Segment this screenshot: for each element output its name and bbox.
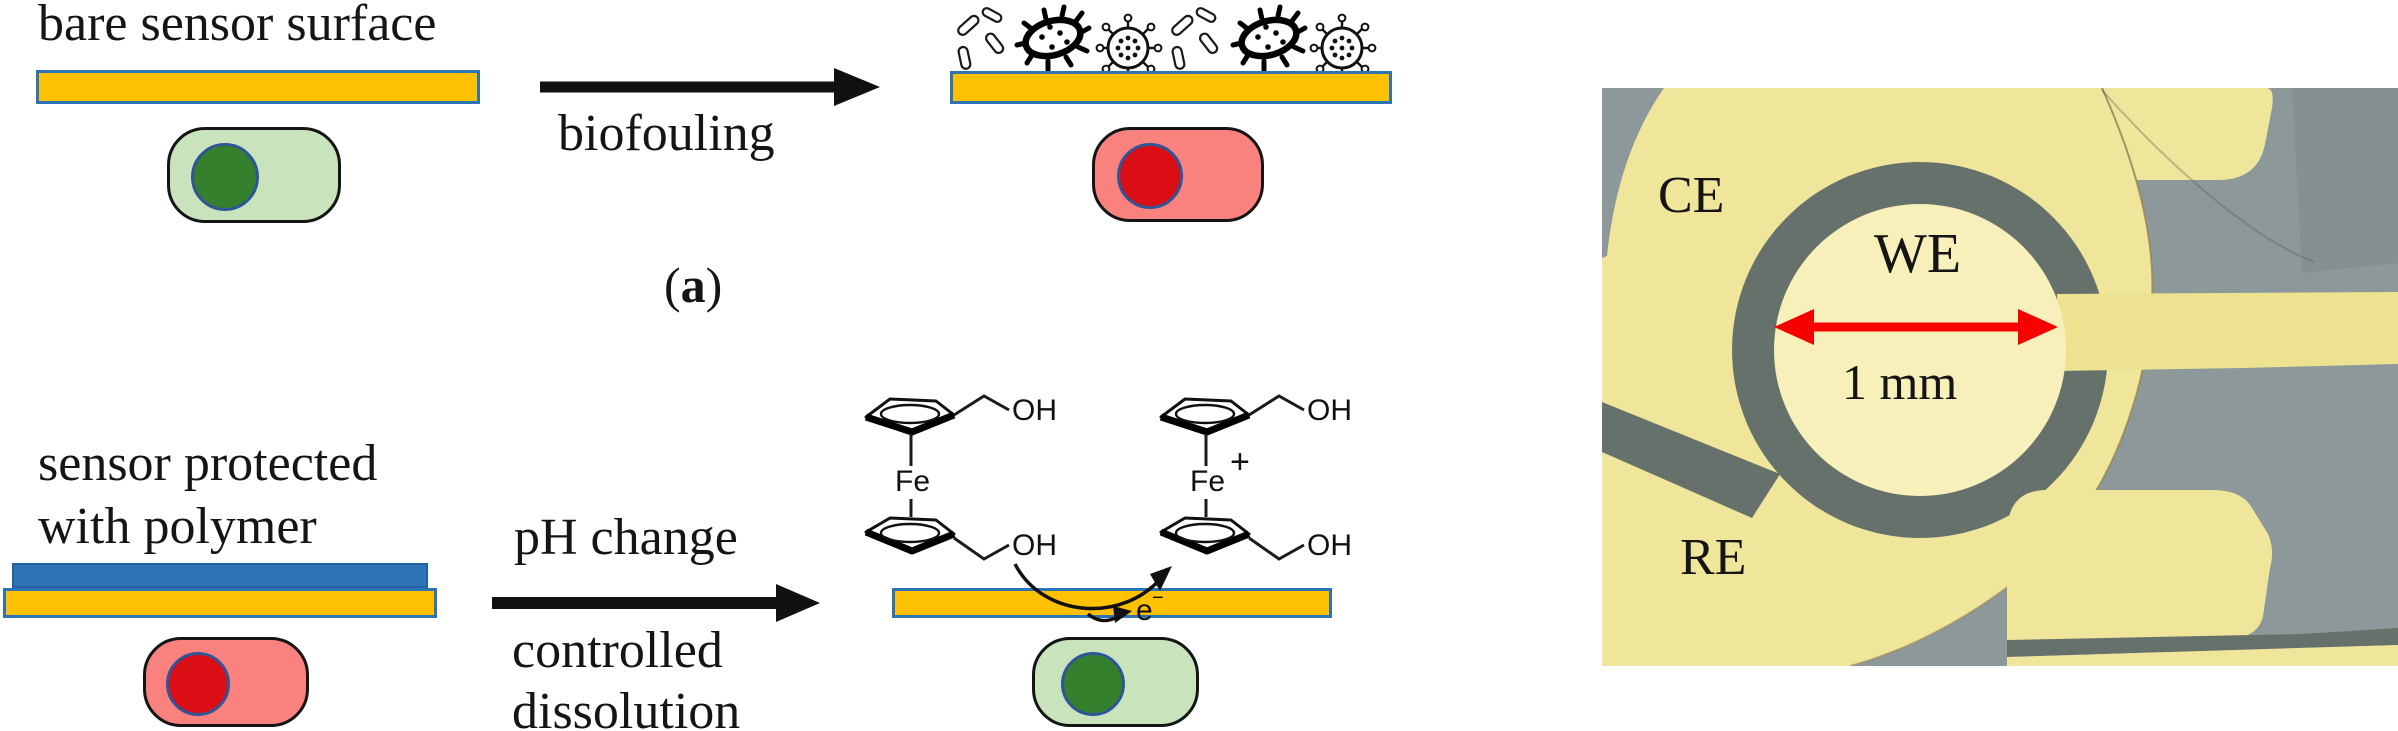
- hydroxyl-label: OH: [1012, 529, 1057, 562]
- biofouling-microbes: [957, 4, 1377, 72]
- stressed-cell-nucleus: [1117, 143, 1183, 209]
- bare-sensor-bar: [36, 70, 480, 104]
- iron-cation-label: Fe: [1190, 465, 1225, 498]
- electron-label: e: [1136, 594, 1153, 627]
- fouled-sensor-bar: [950, 71, 1392, 104]
- scale-arrow-icon: [1774, 309, 2058, 345]
- ph-change-label: pH change: [514, 509, 738, 566]
- protected-sensor-bar: [3, 588, 437, 618]
- cyclopentadienyl-ring-icon: [864, 397, 956, 436]
- iron-label: Fe: [895, 465, 930, 498]
- stressed-cell-2: [143, 637, 309, 727]
- tag-open-paren: (: [664, 257, 681, 313]
- working-electrode-disc: [1774, 204, 2066, 496]
- working-electrode-trace: [2057, 292, 2398, 371]
- counter-electrode-label: CE: [1658, 167, 1725, 224]
- rod-bacteria-icon: [1171, 7, 1219, 70]
- electron-charge: −: [1152, 587, 1164, 609]
- subfigure-tag: (a): [664, 256, 722, 314]
- stressed-cell: [1092, 127, 1264, 222]
- iron-cation-charge: +: [1230, 443, 1250, 481]
- healthy-cell-2-nucleus: [1061, 652, 1125, 716]
- hydroxyl-label: OH: [1012, 394, 1057, 427]
- reference-electrode-label: RE: [1680, 529, 1747, 586]
- cyclopentadienyl-ring-icon: [1159, 397, 1251, 436]
- rod-bacteria-icon: [957, 7, 1005, 70]
- working-electrode-label: WE: [1874, 223, 1962, 285]
- cyclopentadienyl-ring-icon: [864, 516, 956, 555]
- ferrocenium-molecule: OH Fe + OH: [1159, 394, 1352, 562]
- electrode-micrograph: CE WE RE 1 mm: [1602, 87, 2398, 667]
- bacterium-icon: [1230, 4, 1308, 72]
- stressed-cell-2-nucleus: [166, 652, 230, 716]
- ferrocene-molecule: OH Fe OH: [864, 394, 1057, 562]
- cyclopentadienyl-ring-icon: [1159, 516, 1251, 555]
- electrode-gap-band: [1602, 402, 1780, 518]
- virus-icon: [1309, 13, 1377, 72]
- tag-letter: a: [680, 257, 706, 313]
- protected-sensor-title-line2: with polymer: [38, 498, 317, 555]
- hydroxyl-label: OH: [1307, 394, 1352, 427]
- controlled-label: controlled: [512, 622, 723, 679]
- healthy-cell-nucleus: [191, 143, 259, 211]
- hydroxyl-label: OH: [1307, 529, 1352, 562]
- polymer-layer-bar: [12, 563, 428, 588]
- scale-bar-label: 1 mm: [1842, 354, 1958, 410]
- micrograph-graphics: [1602, 87, 2398, 667]
- top-contact-trace: [1902, 88, 2273, 180]
- dissolution-arrow-icon: [492, 584, 820, 622]
- protected-sensor-title-line1: sensor protected: [38, 435, 378, 492]
- bottom-contact-pad: [2007, 490, 2273, 640]
- healthy-cell: [167, 127, 341, 223]
- bacterium-icon: [1014, 4, 1092, 72]
- released-sensor-bar: [892, 588, 1332, 618]
- tag-close-paren: ): [705, 257, 723, 313]
- bare-sensor-title: bare sensor surface: [38, 0, 437, 52]
- healthy-cell-2: [1032, 637, 1199, 727]
- biofouling-label: biofouling: [558, 105, 775, 162]
- electron-transfer-arrow-icon: [1013, 563, 1172, 623]
- biofouling-arrow-icon: [540, 68, 880, 106]
- dissolution-label: dissolution: [512, 683, 741, 731]
- virus-icon: [1095, 13, 1163, 72]
- ferrocene-redox-scheme: OH Fe OH OH Fe +: [864, 394, 1352, 627]
